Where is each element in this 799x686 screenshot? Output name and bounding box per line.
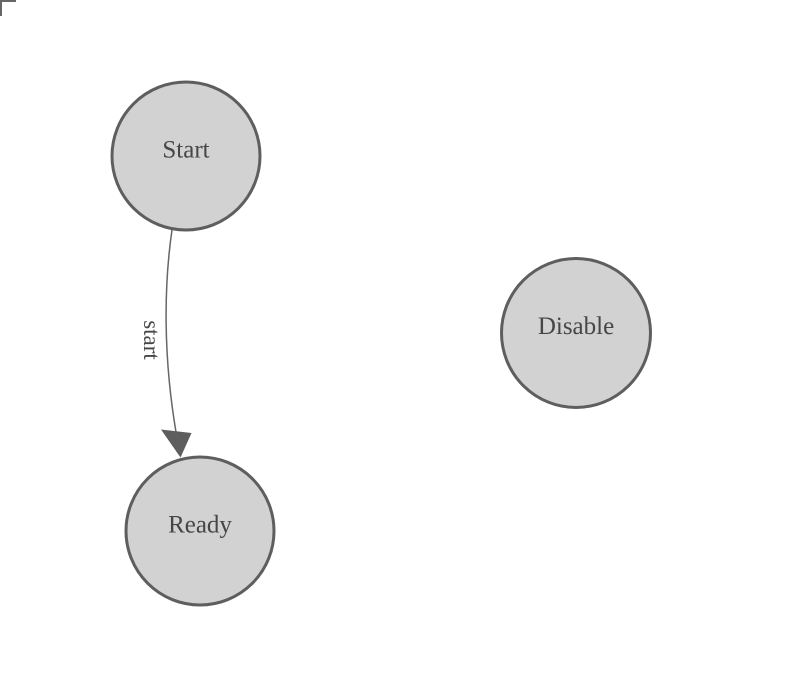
state-node-start-label: Start [162,137,209,164]
state-node-disable[interactable] [500,257,652,409]
state-node-start[interactable] [110,80,262,232]
state-node-ready-label: Ready [168,512,232,539]
edge-arrowhead-icon [161,429,192,458]
transition-edge-start-to-ready[interactable] [165,229,177,433]
corner-crop-mark-icon [0,0,16,16]
transition-edge-label: start [139,320,164,360]
state-node-disable-label: Disable [538,313,614,340]
state-node-ready[interactable] [124,455,276,607]
